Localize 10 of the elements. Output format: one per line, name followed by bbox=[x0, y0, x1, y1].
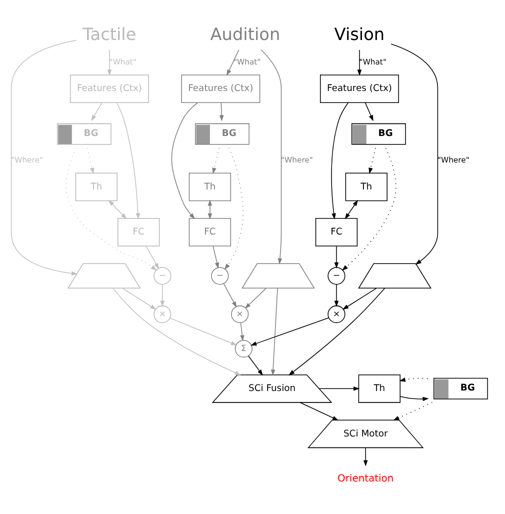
node-text: Audition bbox=[210, 24, 280, 44]
node-text: Vision bbox=[334, 24, 385, 44]
edge-label: "Where" bbox=[437, 154, 470, 164]
edge-label: "What" bbox=[234, 56, 261, 66]
edge-label: "Where" bbox=[281, 154, 313, 164]
edge-label: "What" bbox=[109, 56, 136, 66]
edge-label: "What" bbox=[359, 56, 386, 66]
node-text: Tactile bbox=[82, 24, 136, 44]
node-text: Orientation bbox=[338, 473, 394, 484]
edge-label: "Where" bbox=[11, 154, 43, 164]
